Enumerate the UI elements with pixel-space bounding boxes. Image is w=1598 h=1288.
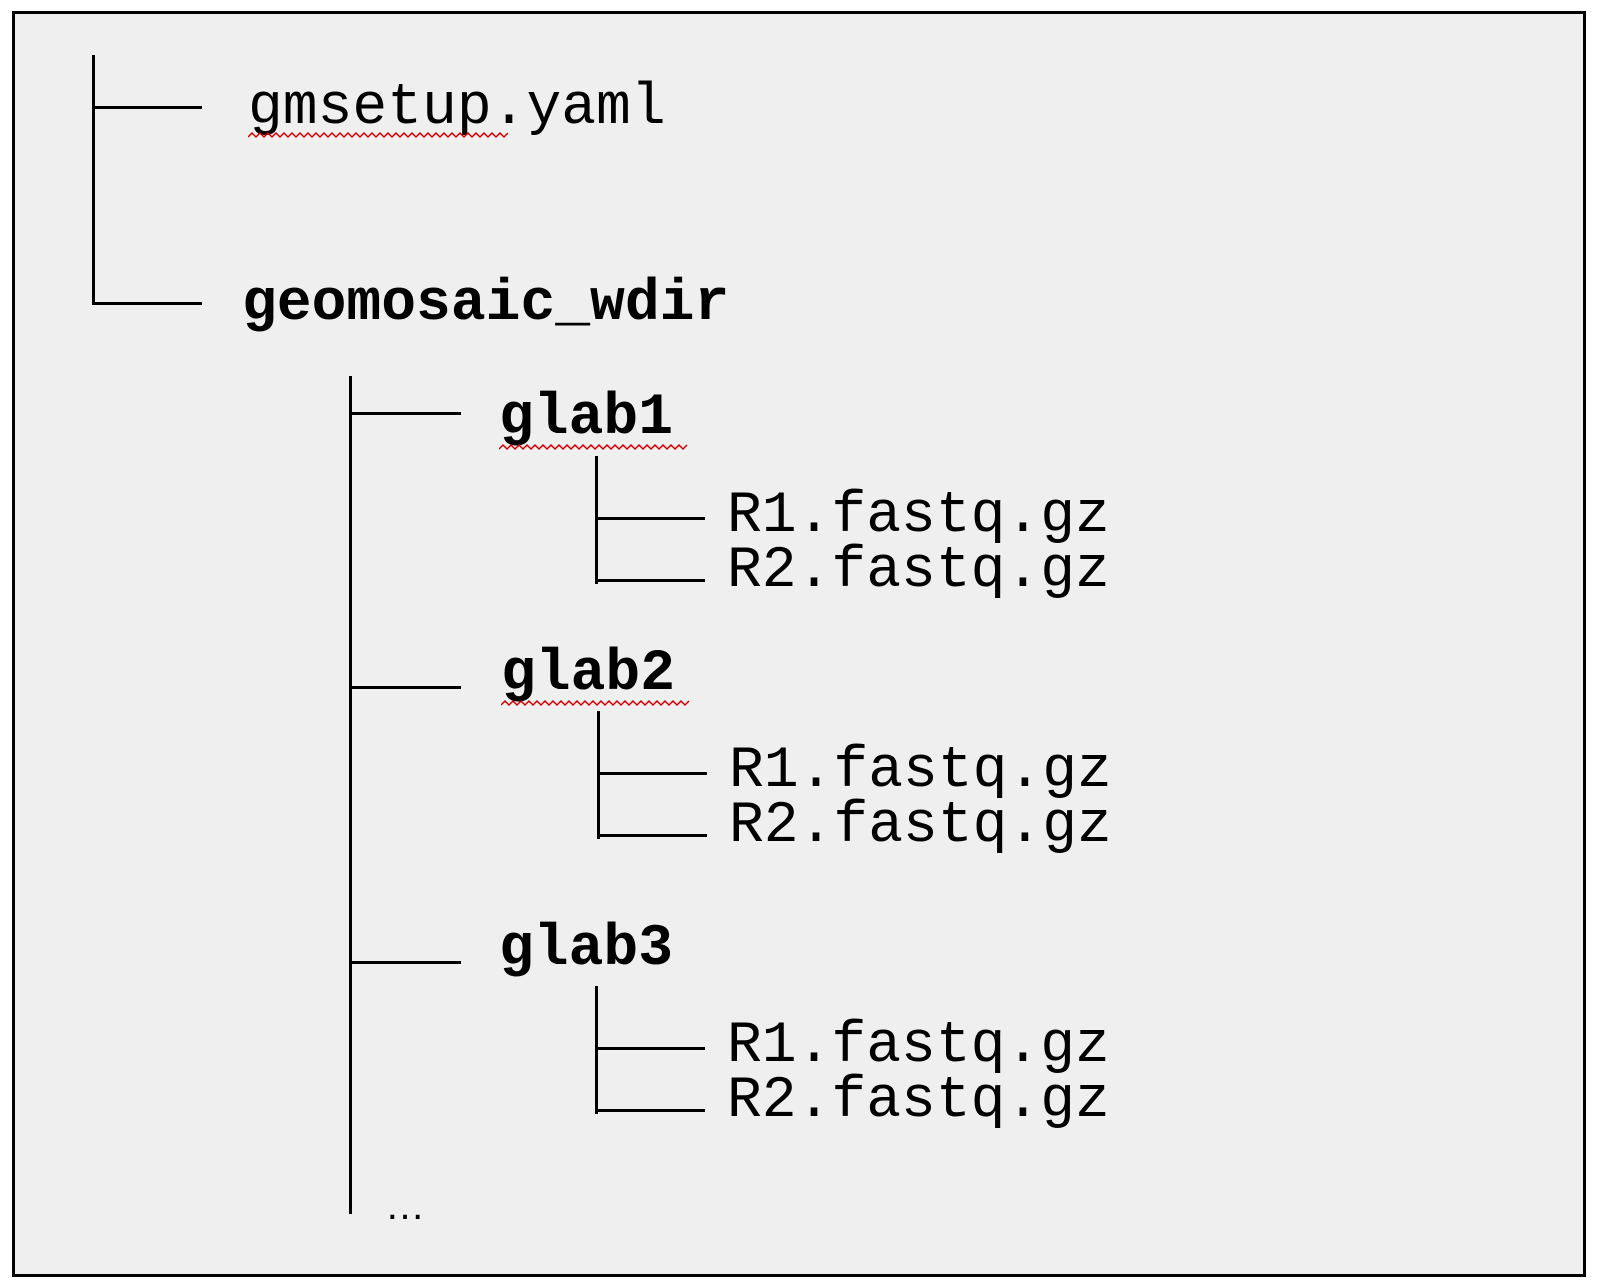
- tree-branch-glab2-r1: [597, 772, 707, 775]
- file-glab3-r2: R2.fastq.gz: [727, 1069, 1110, 1134]
- tree-branch-glab3: [349, 961, 461, 964]
- file-glab1-r1: R1.fastq.gz: [727, 484, 1110, 549]
- tree-trunk-workdir: [349, 376, 352, 1214]
- tree-branch-glab2-r2: [597, 834, 707, 837]
- tree-branch-glab1: [349, 412, 461, 415]
- spellcheck-underline-glab1: [499, 443, 689, 451]
- spellcheck-underline-gmsetup: [248, 131, 508, 139]
- tree-branch-gmsetup: [92, 106, 202, 109]
- file-glab2-r2: R2.fastq.gz: [729, 794, 1112, 859]
- file-glab2-r1: R1.fastq.gz: [729, 739, 1112, 804]
- more-items-ellipsis: …: [385, 1184, 425, 1228]
- folder-glab2: glab2: [501, 642, 676, 707]
- file-glab3-r1: R1.fastq.gz: [727, 1014, 1110, 1079]
- tree-branch-glab3-r1: [595, 1047, 705, 1050]
- tree-branch-glab2: [349, 686, 461, 689]
- folder-geomosaic-wdir: geomosaic_wdir: [242, 272, 730, 337]
- tree-branch-workdir: [92, 302, 202, 305]
- file-gmsetup-yaml: gmsetup.yaml: [248, 76, 666, 141]
- spellcheck-underline-glab2: [501, 699, 691, 707]
- folder-glab1: glab1: [499, 386, 674, 451]
- directory-tree-panel: gmsetup.yaml geomosaic_wdir glab1 R1.fas…: [12, 11, 1586, 1277]
- tree-trunk-root: [92, 55, 95, 305]
- tree-trunk-glab3: [595, 986, 598, 1114]
- tree-branch-glab1-r2: [595, 579, 705, 582]
- file-glab1-r2: R2.fastq.gz: [727, 539, 1110, 604]
- tree-trunk-glab2: [597, 711, 600, 839]
- folder-glab3: glab3: [499, 917, 674, 982]
- tree-branch-glab1-r1: [595, 517, 705, 520]
- tree-trunk-glab1: [595, 456, 598, 584]
- tree-branch-glab3-r2: [595, 1109, 705, 1112]
